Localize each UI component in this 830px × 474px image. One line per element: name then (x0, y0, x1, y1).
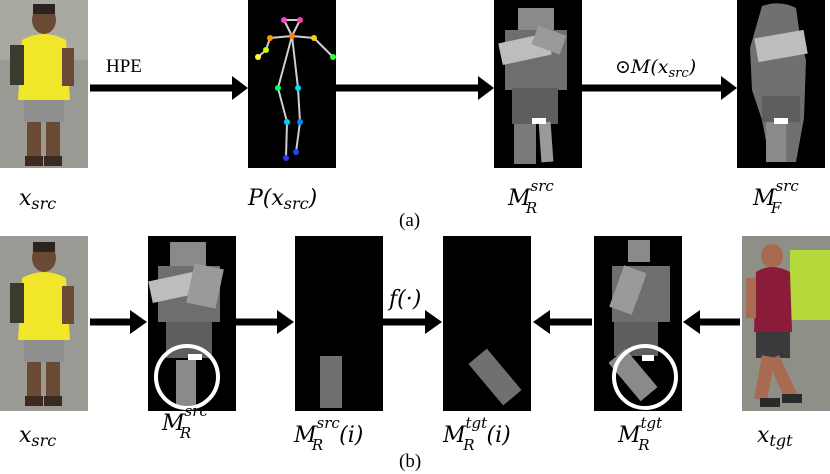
target-photo (742, 236, 830, 411)
source-photo-b (0, 236, 88, 411)
label-pose: P(xsrc) (247, 186, 317, 213)
arrow-mask-product (582, 76, 737, 100)
hpe-label: HPE (106, 56, 142, 77)
arrow-hpe (90, 76, 248, 100)
arrow-b4 (533, 310, 592, 334)
source-photo-a (0, 0, 88, 168)
label-x-src-b: xsrc (19, 423, 56, 450)
part-mask-tgt (594, 236, 682, 411)
circle-highlight-icon (154, 344, 220, 410)
circle-highlight-icon (612, 344, 678, 410)
caption-a: (a) (399, 210, 420, 231)
pose-skeleton-image (248, 0, 336, 168)
arrow-pose-to-mask (336, 76, 494, 100)
caption-b: (b) (399, 451, 421, 472)
arrow-b2 (236, 310, 294, 334)
part-mask-src-b (148, 236, 236, 411)
label-x-tgt: xtgt (757, 423, 793, 450)
part-mask-tgt-i (443, 236, 531, 411)
part-mask-src-i (295, 236, 383, 411)
function-label: f(·) (387, 287, 421, 312)
foreground-mask (737, 0, 825, 168)
arrow-b1 (90, 310, 147, 334)
label-x-src-a: xsrc (19, 186, 56, 213)
mask-product-label: ⊙M(xsrc) (615, 56, 696, 81)
part-mask-a (494, 0, 582, 168)
arrow-func (383, 310, 442, 334)
arrow-b5 (683, 310, 740, 334)
